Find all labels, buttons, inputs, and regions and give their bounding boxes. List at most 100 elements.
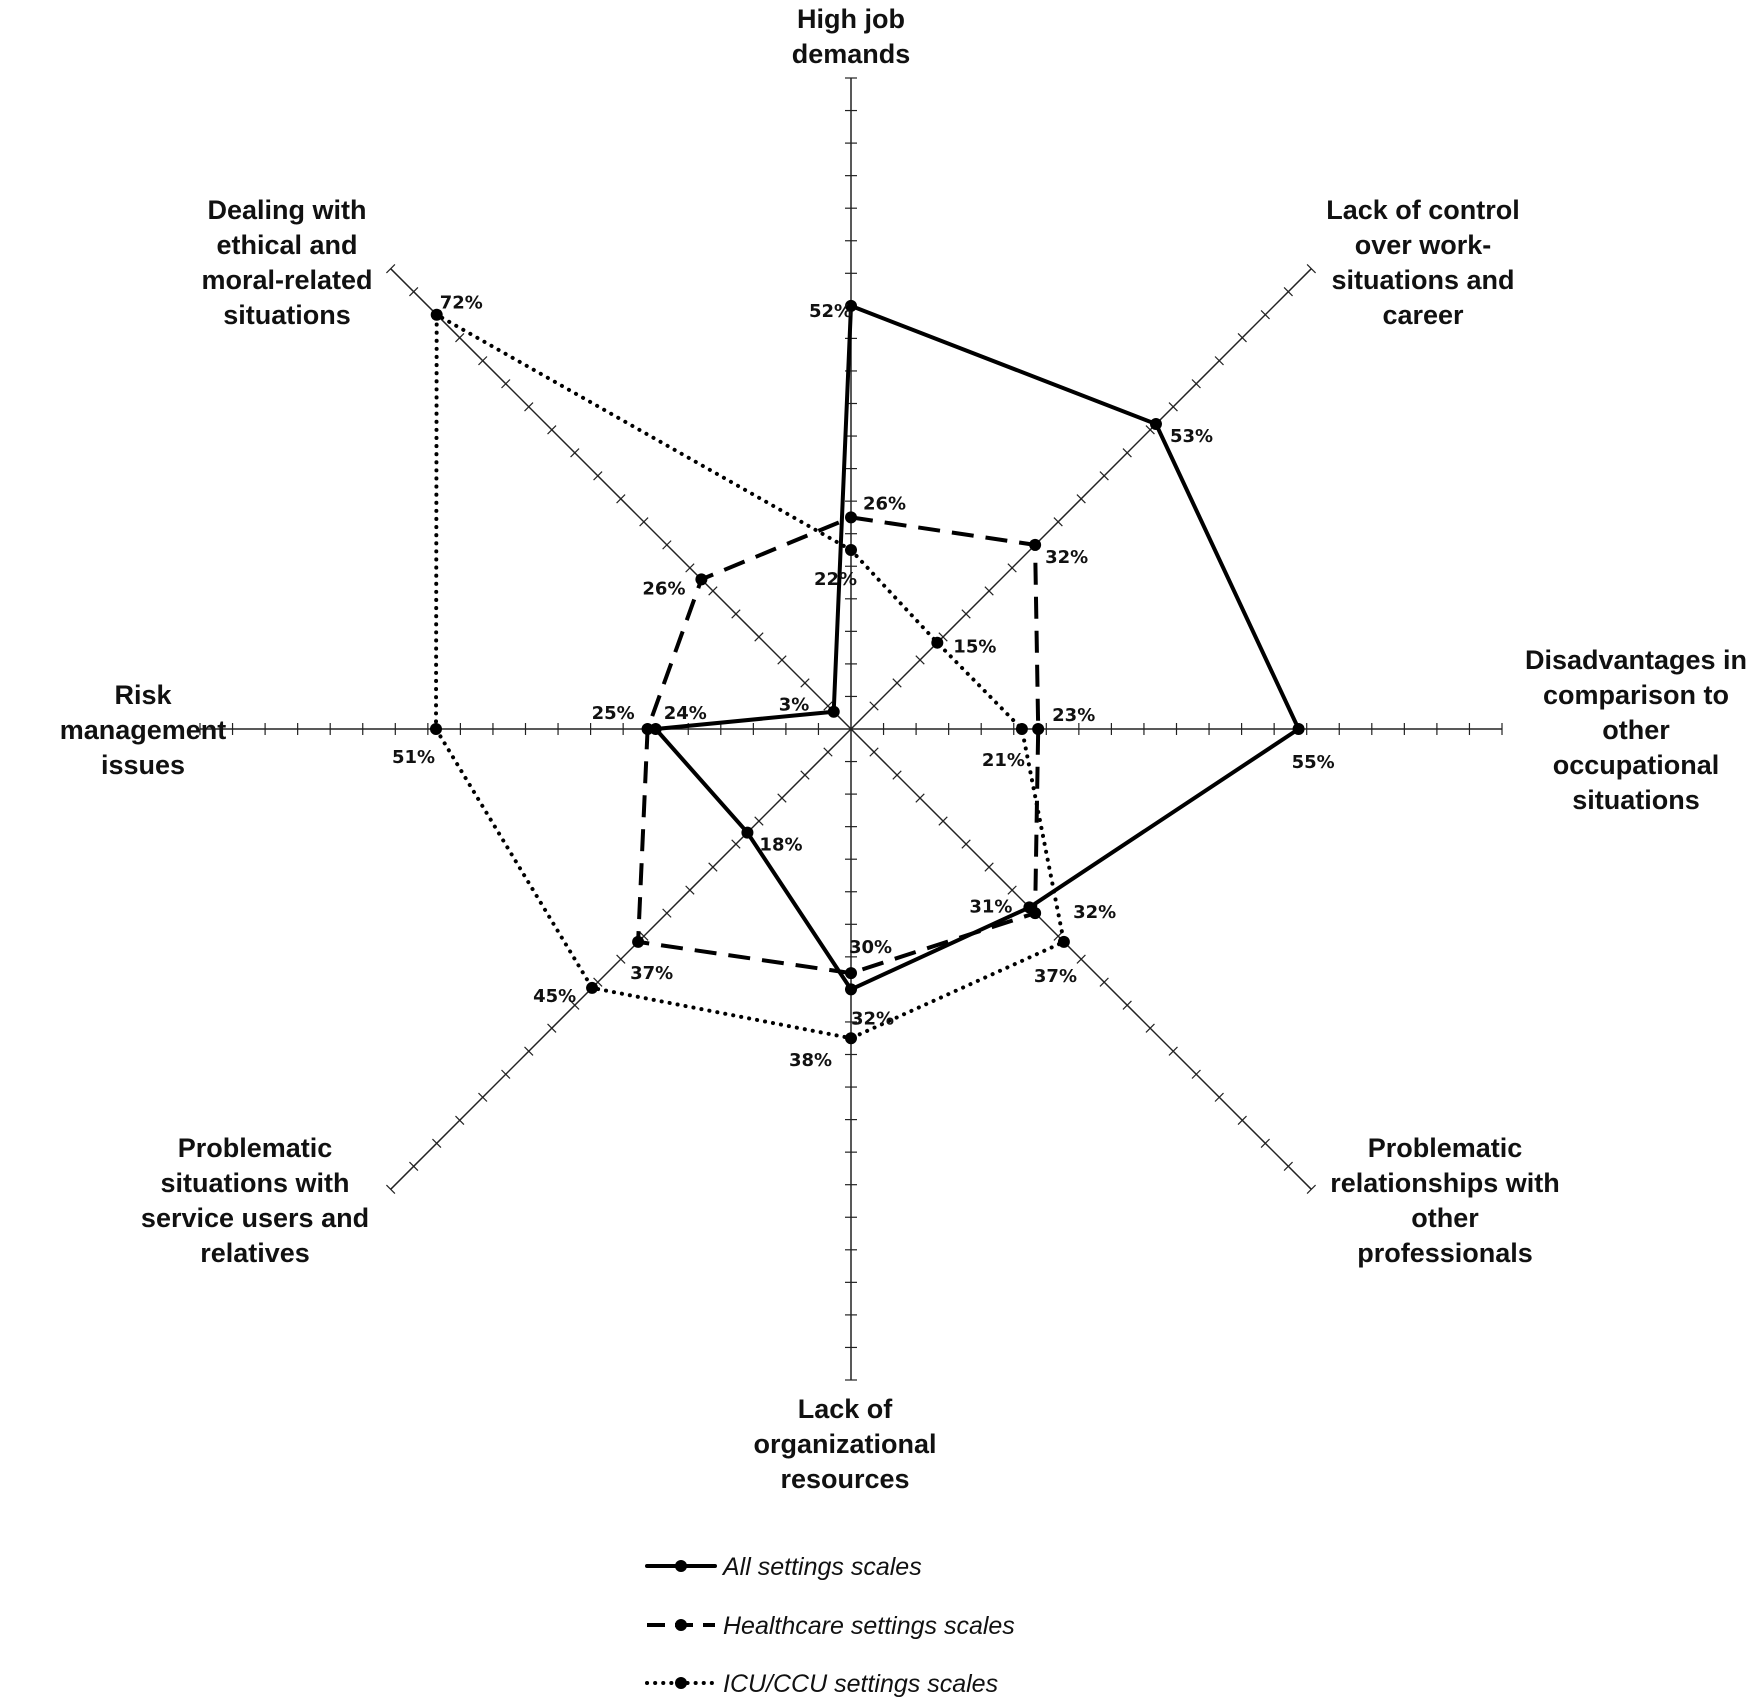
axis-title-line: comparison to (1543, 680, 1729, 710)
axis-tick (1306, 1184, 1316, 1194)
data-point-dashed-2 (1029, 538, 1042, 551)
value-label-solid-6: 18% (759, 835, 802, 856)
axis-title-line: ethical and (216, 230, 357, 260)
axis-tick (409, 1161, 419, 1171)
legend-marker-dashed (675, 1619, 687, 1631)
axis-tick (616, 954, 626, 964)
axis-tick (570, 448, 580, 458)
axis-tick (938, 632, 948, 642)
axis-tick (800, 678, 810, 688)
axis-tick (478, 356, 488, 366)
axis-tick (1099, 977, 1109, 987)
axis-tick (1076, 954, 1086, 964)
axis-title-line: situations (223, 300, 351, 330)
axis-title-4: Problematic relationships with other profes… (1330, 1133, 1560, 1268)
axis-tick (1283, 1161, 1293, 1171)
data-point-solid-8 (827, 705, 840, 718)
axis-title-line: Problematic (1368, 1133, 1523, 1163)
axis-tick (1237, 333, 1247, 343)
axis-tick (777, 793, 787, 803)
value-label-dotted-3: 21% (982, 750, 1025, 771)
axis-title-line: Dealing with (207, 195, 366, 225)
axis-tick (938, 816, 948, 826)
value-label-solid-8: 3% (779, 695, 810, 716)
axis-title-line: resources (780, 1464, 909, 1494)
legend-label-dotted: ICU/CCU settings scales (723, 1670, 998, 1698)
axis-title-line: management (60, 715, 227, 745)
axis-tick (984, 862, 994, 872)
axis-tick (616, 494, 626, 504)
axis-tick (731, 839, 741, 849)
axis-tick (1237, 1115, 1247, 1125)
data-point-solid-6 (741, 826, 754, 839)
axis-tick (1306, 264, 1316, 274)
axis-tick (754, 816, 764, 826)
axis-title-line: situations and (1331, 265, 1514, 295)
axis-title-line: over work- (1355, 230, 1492, 260)
axis-tick (478, 1092, 488, 1102)
data-point-dotted-2 (931, 636, 944, 649)
axis-tick (524, 402, 534, 412)
axis-tick (1260, 310, 1270, 320)
axis-tick (1283, 287, 1293, 297)
value-label-dashed-5: 30% (849, 937, 892, 958)
axis-tick (1260, 1138, 1270, 1148)
axis-tick (1007, 885, 1017, 895)
axis-title-line: professionals (1357, 1238, 1533, 1268)
series-line-dotted (434, 312, 1066, 1041)
axis-title-line: relatives (200, 1238, 310, 1268)
value-label-dotted-7: 51% (392, 747, 435, 768)
axis-title-line: service users and (141, 1203, 369, 1233)
data-point-dashed-8 (695, 573, 708, 586)
data-point-dotted-6 (586, 981, 599, 994)
data-point-dotted-7 (429, 723, 442, 735)
data-point-solid-1 (845, 299, 857, 312)
axis-tick (1122, 1000, 1132, 1010)
axis-tick (915, 655, 925, 665)
data-point-dotted-5 (845, 1032, 857, 1045)
axis-title-line: Lack of control (1326, 195, 1520, 225)
axis-title-line: other (1411, 1203, 1479, 1233)
axis-tick (1191, 379, 1201, 389)
data-point-dashed-3 (1032, 723, 1045, 735)
axis-tick (593, 471, 603, 481)
axis-tick (455, 1115, 465, 1125)
value-label-dotted-5: 38% (789, 1050, 832, 1071)
data-point-dotted-3 (1015, 723, 1028, 735)
axis-tick (455, 333, 465, 343)
axis-title-line: relationships with (1330, 1168, 1560, 1198)
legend-marker-dotted (675, 1677, 687, 1689)
axis-title-line: moral-related (201, 265, 372, 295)
axis-tick (547, 1023, 557, 1033)
axis-tick (1076, 494, 1086, 504)
axis-tick (1053, 517, 1063, 527)
data-point-dotted-4 (1057, 935, 1070, 948)
data-point-dotted-8 (430, 308, 443, 321)
axis-title-line: demands (792, 39, 911, 69)
axis-tick (708, 862, 718, 872)
axis-title-line: Lack of (798, 1394, 894, 1424)
value-label-dashed-2: 32% (1045, 547, 1088, 568)
axis-tick (386, 1184, 396, 1194)
axis-tick (1099, 471, 1109, 481)
axis-tick (823, 747, 833, 757)
data-point-dashed-6 (632, 935, 645, 948)
data-point-dotted-1 (845, 543, 857, 556)
axis-tick (1214, 1092, 1224, 1102)
axis-tick (409, 287, 419, 297)
axis-tick (961, 839, 971, 849)
axis-tick (524, 1046, 534, 1056)
series-layer (429, 299, 1305, 1045)
axis-title-line: situations with (161, 1168, 350, 1198)
axis-tick (639, 517, 649, 527)
data-point-solid-5 (845, 983, 857, 996)
data-point-solid-3 (1292, 723, 1305, 735)
axis-tick (1007, 563, 1017, 573)
axis-title-line: Risk (114, 680, 172, 710)
